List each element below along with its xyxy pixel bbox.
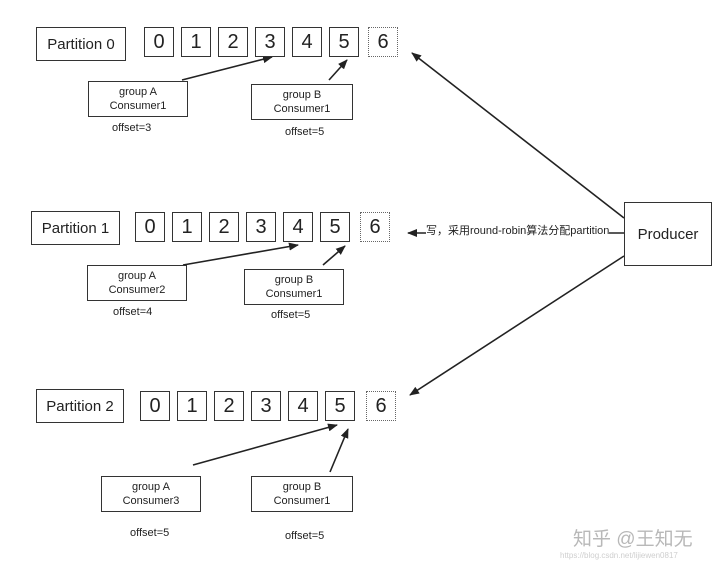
arrow-p1-groupA: [182, 242, 299, 266]
partition-0-label: Partition 0: [47, 35, 115, 53]
consumer-label: Consumer1: [265, 288, 323, 300]
cell-value: 5: [329, 215, 341, 238]
group-label: group A: [118, 270, 156, 282]
partition-0-cell-1: 1: [181, 27, 211, 57]
cell-value: 2: [218, 215, 230, 238]
cell-value: 6: [377, 30, 389, 53]
p1-groupB-consumer-box: group B Consumer1: [244, 269, 344, 305]
cell-value: 5: [338, 30, 350, 53]
consumer-label: Consumer1: [273, 103, 331, 115]
cell-value: 5: [334, 394, 346, 417]
partition-1-box: Partition 1: [31, 211, 120, 245]
group-label: group A: [132, 481, 170, 493]
consumer-label: Consumer2: [108, 284, 166, 296]
arrow-producer-p2: [409, 255, 625, 396]
p2-groupB-consumer-box: group B Consumer1: [251, 476, 353, 512]
producer-box: Producer: [624, 202, 712, 266]
p0-groupB-consumer-box: group B Consumer1: [251, 84, 353, 120]
write-strategy-label: 写，采用round-robin算法分配partition: [426, 222, 610, 238]
group-label: group A: [119, 86, 157, 98]
cell-value: 3: [255, 215, 267, 238]
cell-value: 4: [297, 394, 309, 417]
cell-value: 6: [375, 394, 387, 417]
partition-1-label: Partition 1: [41, 219, 110, 237]
partition-1-cell-5: 5: [320, 212, 350, 242]
partition-2-cell-1: 1: [177, 391, 207, 421]
cell-value: 2: [227, 30, 239, 53]
partition-2-box: Partition 2: [36, 389, 124, 423]
p2-groupA-consumer-box: group A Consumer3: [101, 476, 201, 512]
p1-groupB-offset: offset=5: [271, 309, 311, 321]
watermark-text: 知乎 @王知无: [573, 529, 693, 550]
group-label: group B: [274, 274, 314, 286]
partition-1-cell-4: 4: [283, 212, 313, 242]
arrow-p2-groupB: [329, 428, 349, 473]
partition-0-cell-6: 6: [368, 27, 398, 57]
cell-value: 1: [186, 394, 198, 417]
group-label: group B: [282, 89, 322, 101]
p2-groupA-offset: offset=5: [130, 527, 170, 539]
cell-value: 1: [181, 215, 193, 238]
partition-0-cell-4: 4: [292, 27, 322, 57]
partition-2-cell-2: 2: [214, 391, 244, 421]
p0-groupA-consumer-box: group A Consumer1: [88, 81, 188, 117]
cell-value: 3: [264, 30, 276, 53]
cell-value: 4: [292, 215, 304, 238]
partition-0-cell-2: 2: [218, 27, 248, 57]
partition-1-cell-6: 6: [360, 212, 390, 242]
watermark-url: https://blog.csdn.net/lijiewen0817: [560, 551, 678, 560]
p0-groupA-offset: offset=3: [112, 122, 152, 134]
partition-2-cell-3: 3: [251, 391, 281, 421]
consumer-label: Consumer1: [109, 100, 167, 112]
partition-1-cell-0: 0: [135, 212, 165, 242]
cell-value: 0: [144, 215, 156, 238]
partition-0-cell-5: 5: [329, 27, 359, 57]
consumer-label: Consumer3: [122, 495, 180, 507]
arrow-p1-groupB: [322, 245, 346, 266]
p2-groupB-offset: offset=5: [285, 530, 325, 542]
cell-value: 4: [301, 30, 313, 53]
producer-label: Producer: [637, 225, 699, 243]
partition-1-cell-2: 2: [209, 212, 239, 242]
partition-0-box: Partition 0: [36, 27, 126, 61]
arrow-producer-p0: [411, 52, 625, 219]
consumer-label: Consumer1: [273, 495, 331, 507]
p1-groupA-consumer-box: group A Consumer2: [87, 265, 187, 301]
partition-1-cell-3: 3: [246, 212, 276, 242]
partition-2-cell-0: 0: [140, 391, 170, 421]
arrow-p2-groupA: [192, 423, 338, 466]
partition-2-cell-5: 5: [325, 391, 355, 421]
arrow-p0-groupB: [328, 59, 348, 81]
cell-value: 0: [153, 30, 165, 53]
cell-value: 3: [260, 394, 272, 417]
arrow-p0-groupA: [181, 55, 273, 81]
cell-value: 6: [369, 215, 381, 238]
partition-0-cell-0: 0: [144, 27, 174, 57]
cell-value: 1: [190, 30, 202, 53]
partition-2-cell-6: 6: [366, 391, 396, 421]
partition-1-cell-1: 1: [172, 212, 202, 242]
cell-value: 0: [149, 394, 161, 417]
p1-groupA-offset: offset=4: [113, 306, 153, 318]
partition-2-cell-4: 4: [288, 391, 318, 421]
partition-2-label: Partition 2: [46, 397, 114, 415]
cell-value: 2: [223, 394, 235, 417]
partition-0-cell-3: 3: [255, 27, 285, 57]
p0-groupB-offset: offset=5: [285, 126, 325, 138]
group-label: group B: [282, 481, 322, 493]
